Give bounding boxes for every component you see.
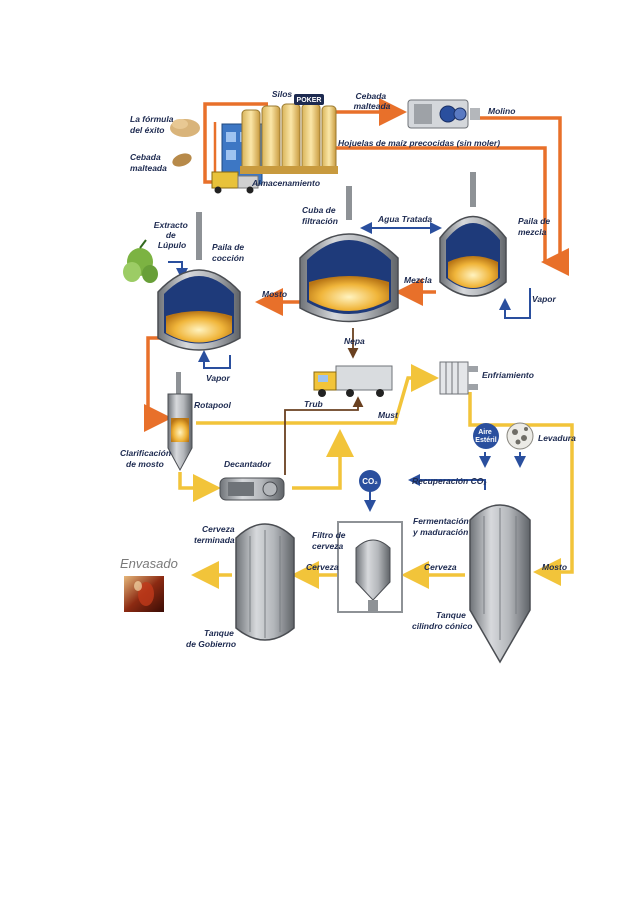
coccion-line2: cocción [212, 253, 244, 263]
lupulo-line1: Extracto [154, 220, 188, 230]
cebada-top-line1: Cebada [355, 91, 386, 101]
aire-esteril-label: Aire Estéril [475, 429, 496, 444]
paila-coccion-label: Paila de cocción [212, 242, 247, 263]
cerveza-terminada-label: Cerveza terminada [194, 524, 237, 545]
silos-label: Silos [272, 89, 293, 99]
paila-mezcla-line1: Paila de [518, 216, 550, 226]
cebada-malteada-top-label: Cebada malteada [354, 91, 391, 111]
paila-mezcla-line2: mezcla [518, 227, 547, 237]
cuba-line1: Cuba de [302, 205, 336, 215]
cerveza-label-1: Cerveza [424, 562, 457, 572]
cebada-left-line2: malteada [130, 163, 167, 173]
sterile-air-badge [473, 423, 499, 449]
whirlpool-vessel [167, 372, 193, 472]
filtro-line2: cerveza [312, 541, 343, 551]
brew-kettle-vessel [157, 212, 241, 351]
gobierno-line1: Tanque [204, 628, 234, 638]
vapor-right-label: Vapor [532, 294, 556, 304]
cooler-unit [439, 361, 478, 395]
cerveza-label-2: Cerveza [306, 562, 339, 572]
terminada-line2: terminada [194, 535, 235, 545]
mosto-label-2: Mosto [542, 562, 567, 572]
cilindro-line2: cilindro cónico [412, 621, 472, 631]
barley-grain-icon [172, 153, 192, 167]
grain-pile-icon [170, 119, 200, 137]
almacenamiento-label: Almacenamiento [251, 178, 320, 188]
co2-badge [359, 470, 381, 492]
almacenamiento-text: Almacenamiento [251, 178, 320, 188]
bottling-photo [124, 576, 164, 612]
filtro-cerveza-label: Filtro de cerveza [312, 530, 348, 551]
blue-flow-lines [168, 222, 531, 512]
agua-tratada-label: Agua Tratada [377, 214, 432, 224]
tanque-gobierno-label: Tanque de Gobierno [186, 628, 236, 649]
paila-mezcla-label: Paila de mezcla [518, 216, 553, 237]
enfriamiento-label: Enfriamiento [482, 370, 534, 380]
cebada-left-line1: Cebada [130, 152, 161, 162]
orange-flow-lines [144, 98, 569, 432]
fermentacion-line2: y maduración [412, 527, 468, 537]
hojuelas-label: Hojuelas de maíz precocidas (sin moler) [338, 138, 500, 148]
lupulo-line2: de [166, 230, 176, 240]
cuba-filtracion-label: Cuba de filtración [302, 205, 338, 226]
formula-line2: del éxito [130, 125, 164, 135]
yeast-icon [506, 422, 534, 450]
recuperacion-co2-label: Recuperación CO₂ [412, 476, 487, 486]
vapor-left-label: Vapor [206, 373, 230, 383]
filtro-line1: Filtro de [312, 530, 346, 540]
mill-machine [407, 99, 480, 129]
clarificacion-line1: Clarificación [120, 448, 171, 458]
envasado-label: Envasado [120, 556, 178, 571]
cebada-top-line2: malteada [354, 101, 391, 111]
clarificacion-line2: de mosto [126, 459, 164, 469]
cuba-line2: filtración [302, 216, 338, 226]
lupulo-line3: Lúpulo [158, 240, 186, 250]
fermentation-tank [469, 504, 531, 664]
molino-label: Molino [488, 106, 515, 116]
lauter-tun-vessel [299, 186, 399, 323]
beer-filter-unit [337, 521, 403, 613]
formula-label: La fórmula del éxito [130, 114, 176, 135]
fermentacion-label: Fermentación y maduración [412, 516, 471, 537]
decanter-machine [219, 477, 285, 501]
yellow-flow-lines [178, 364, 574, 589]
mash-tun-vessel [439, 172, 507, 297]
mezcla-label: Mezcla [404, 275, 432, 285]
extracto-lupulo-label: Extracto de Lúpulo [154, 220, 190, 250]
levadura-label: Levadura [538, 433, 576, 443]
cebada-malteada-left-label: Cebada malteada [130, 152, 167, 173]
terminada-line1: Cerveza [202, 524, 235, 534]
hops-icon [123, 239, 158, 283]
bright-beer-tank [235, 523, 295, 641]
coccion-line1: Paila de [212, 242, 244, 252]
trub-label: Trub [304, 399, 323, 409]
rotapool-label: Rotapool [194, 400, 231, 410]
fermentacion-line1: Fermentación [413, 516, 469, 526]
silo-group [211, 94, 338, 194]
cilindro-line1: Tanque [436, 610, 466, 620]
must-label: Must [378, 410, 399, 420]
trub-truck-icon [313, 365, 393, 397]
tanque-cilindro-label: Tanque cilindro cónico [412, 610, 472, 631]
aire-line2: Estéril [475, 437, 496, 444]
mosto-label-1: Mosto [262, 289, 287, 299]
brown-flow-lines [284, 328, 364, 475]
aire-line1: Aire [478, 429, 492, 436]
nepa-label: Nepa [344, 336, 365, 346]
poker-logo-text: POKER [297, 97, 322, 104]
decantador-label: Decantador [224, 459, 271, 469]
formula-line1: La fórmula [130, 114, 174, 124]
gobierno-line2: de Gobierno [186, 639, 236, 649]
co2-text: CO₂ [362, 477, 378, 486]
clarificacion-label: Clarificación de mosto [120, 448, 173, 469]
